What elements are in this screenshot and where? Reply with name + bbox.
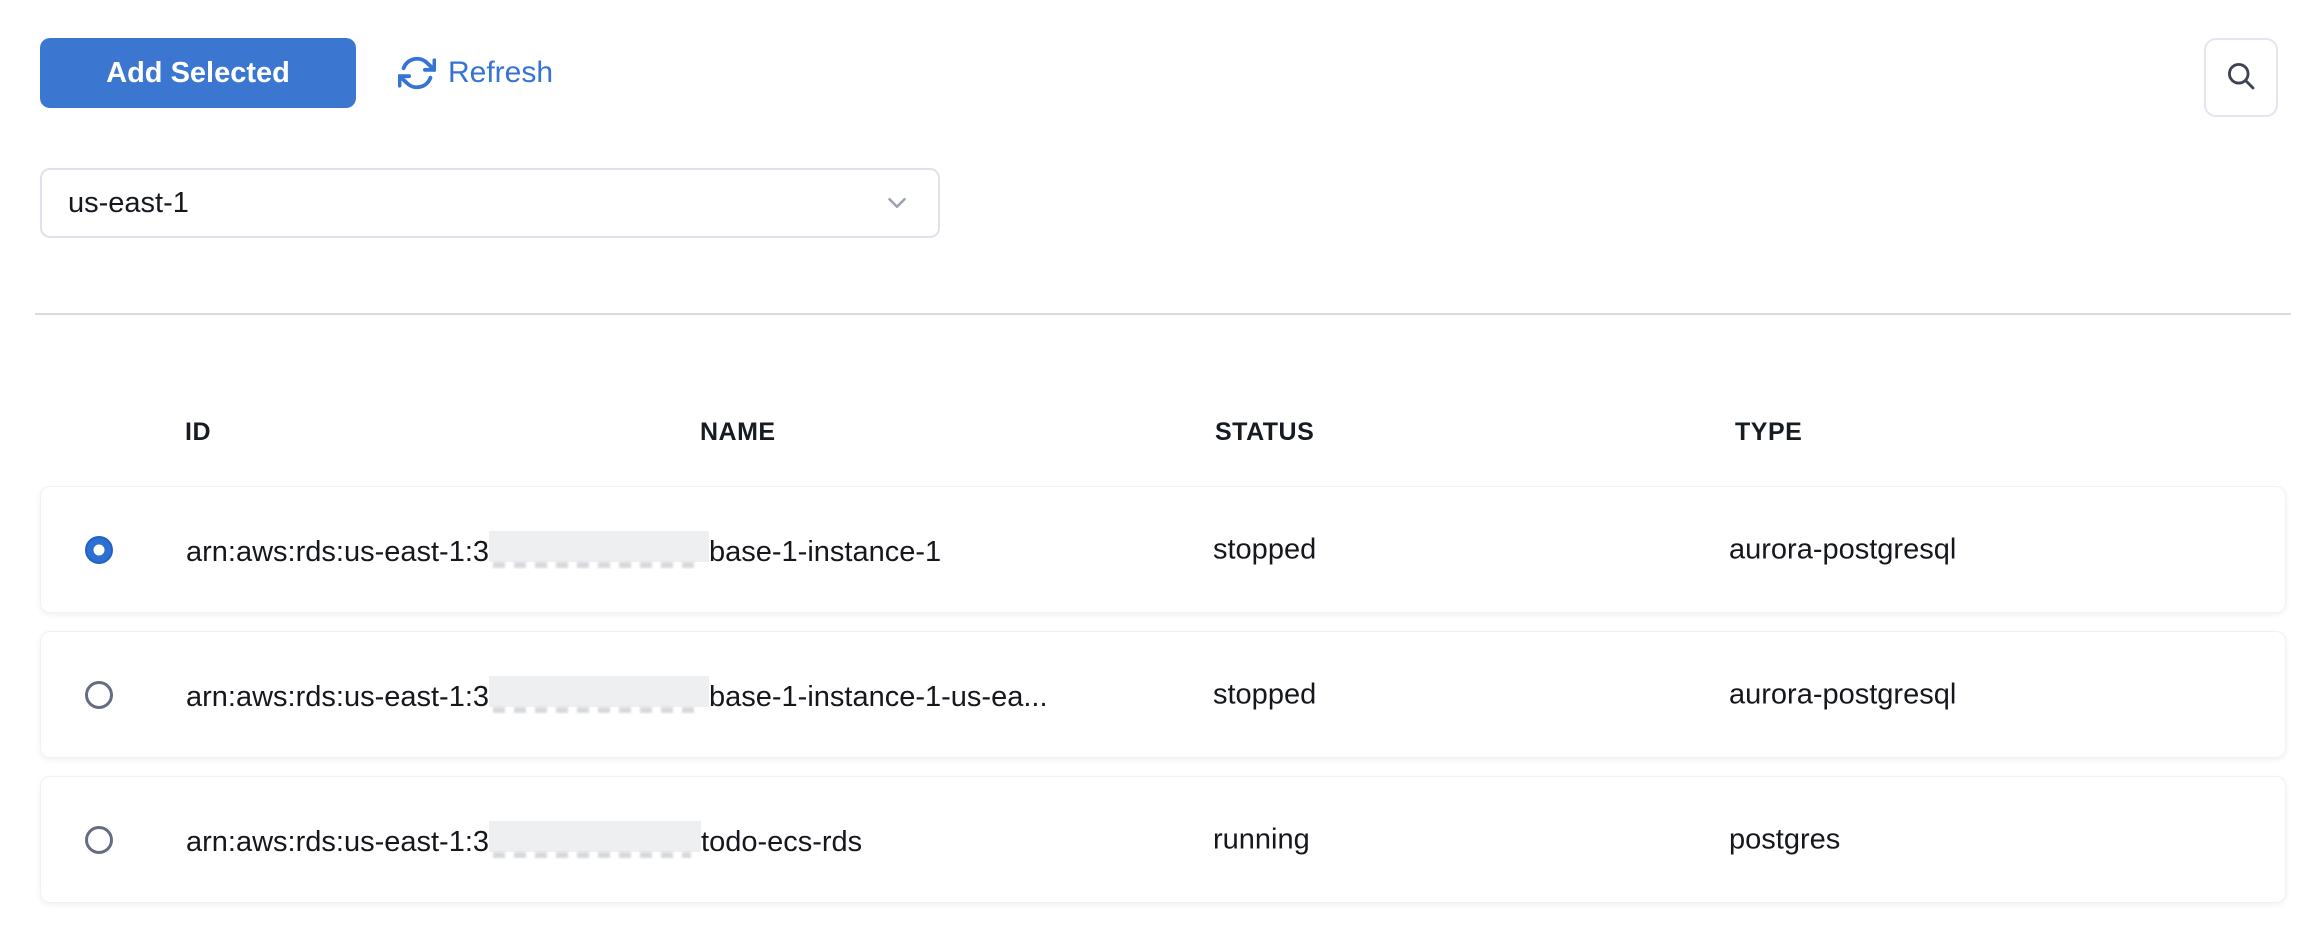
instance-type-cell: aurora-postgresql [1729,678,1956,711]
column-header-name: NAME [700,418,776,447]
instance-id-cell: arn:aws:rds:us-east-1:3base-1-instance-1… [186,676,1048,714]
refresh-label: Refresh [448,56,553,90]
redaction-bar [489,821,701,852]
row-radio-selected[interactable] [85,536,113,564]
instance-id-cell: arn:aws:rds:us-east-1:3base-1-instance-1 [186,531,941,569]
instance-status-cell: stopped [1213,678,1316,711]
instance-status-cell: running [1213,823,1310,856]
column-header-status: STATUS [1215,418,1314,447]
table-row[interactable]: arn:aws:rds:us-east-1:3todo-ecs-rds runn… [40,776,2286,903]
add-selected-button[interactable]: Add Selected [40,38,356,108]
row-radio[interactable] [85,681,113,709]
table-row[interactable]: arn:aws:rds:us-east-1:3base-1-instance-1… [40,486,2286,613]
redaction-bar [489,676,709,707]
row-radio[interactable] [85,826,113,854]
refresh-icon [398,54,436,92]
column-header-id: ID [185,418,211,447]
table-row[interactable]: arn:aws:rds:us-east-1:3base-1-instance-1… [40,631,2286,758]
redaction-bar [489,531,709,562]
region-select[interactable]: us-east-1 [40,168,940,238]
section-divider [35,313,2291,315]
instance-type-cell: postgres [1729,823,1840,856]
instance-status-cell: stopped [1213,533,1316,566]
region-select-value: us-east-1 [68,187,189,220]
chevron-down-icon [882,188,912,218]
instance-id-cell: arn:aws:rds:us-east-1:3todo-ecs-rds [186,821,862,859]
column-header-type: TYPE [1735,418,1802,447]
instance-type-cell: aurora-postgresql [1729,533,1956,566]
search-icon [2223,58,2259,97]
refresh-button[interactable]: Refresh [398,38,553,108]
search-button[interactable] [2204,38,2278,117]
table-header: ID NAME STATUS TYPE [0,418,2298,452]
